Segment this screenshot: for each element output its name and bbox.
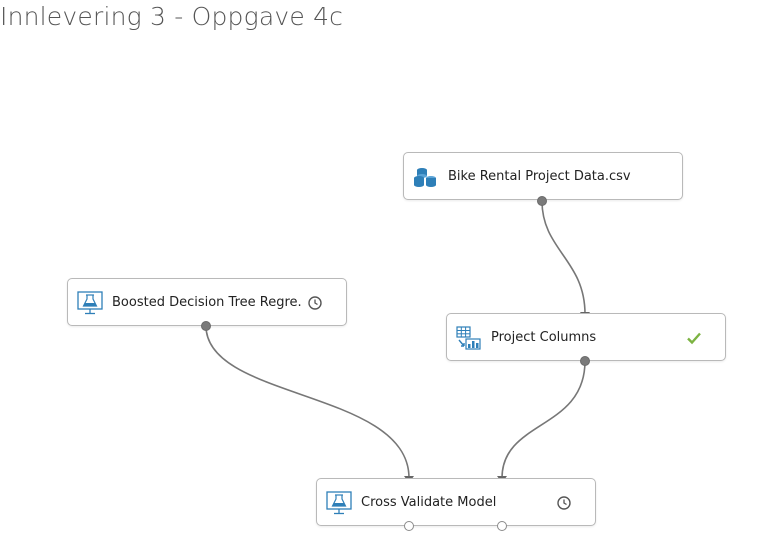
node-project-columns[interactable]: Project Columns bbox=[446, 313, 726, 361]
node-label: Bike Rental Project Data.csv bbox=[448, 169, 631, 184]
clock-icon bbox=[308, 296, 322, 310]
dataset-icon bbox=[414, 168, 436, 187]
node-label: Project Columns bbox=[491, 330, 597, 345]
experiment-title: Innlevering 3 - Oppgave 4c bbox=[0, 2, 344, 31]
node-boosted-decision-tree[interactable]: Boosted Decision Tree Regre... bbox=[67, 278, 347, 326]
checkmark-icon bbox=[687, 332, 701, 345]
output-port-boosted-decision-tree[interactable] bbox=[201, 321, 211, 331]
flask-monitor-icon bbox=[77, 291, 103, 315]
node-cross-validate-model[interactable]: Cross Validate Model bbox=[316, 478, 596, 526]
flask-monitor-icon bbox=[326, 491, 352, 515]
clock-icon bbox=[557, 496, 571, 510]
output-port-cross-validate-2[interactable] bbox=[497, 521, 507, 531]
wire-project-to-crossvalidate[interactable] bbox=[501, 360, 586, 479]
output-port-cross-validate-1[interactable] bbox=[404, 521, 414, 531]
node-bike-rental-dataset[interactable]: Bike Rental Project Data.csv bbox=[403, 152, 683, 200]
output-port-bike-rental[interactable] bbox=[537, 196, 547, 206]
node-label: Cross Validate Model bbox=[361, 495, 497, 510]
output-port-project-columns[interactable] bbox=[580, 356, 590, 366]
node-label: Boosted Decision Tree Regre... bbox=[112, 295, 302, 310]
table-chart-icon bbox=[456, 326, 481, 350]
wire-bike-to-project[interactable] bbox=[541, 200, 586, 315]
wire-boosted-to-crossvalidate[interactable] bbox=[205, 325, 410, 479]
